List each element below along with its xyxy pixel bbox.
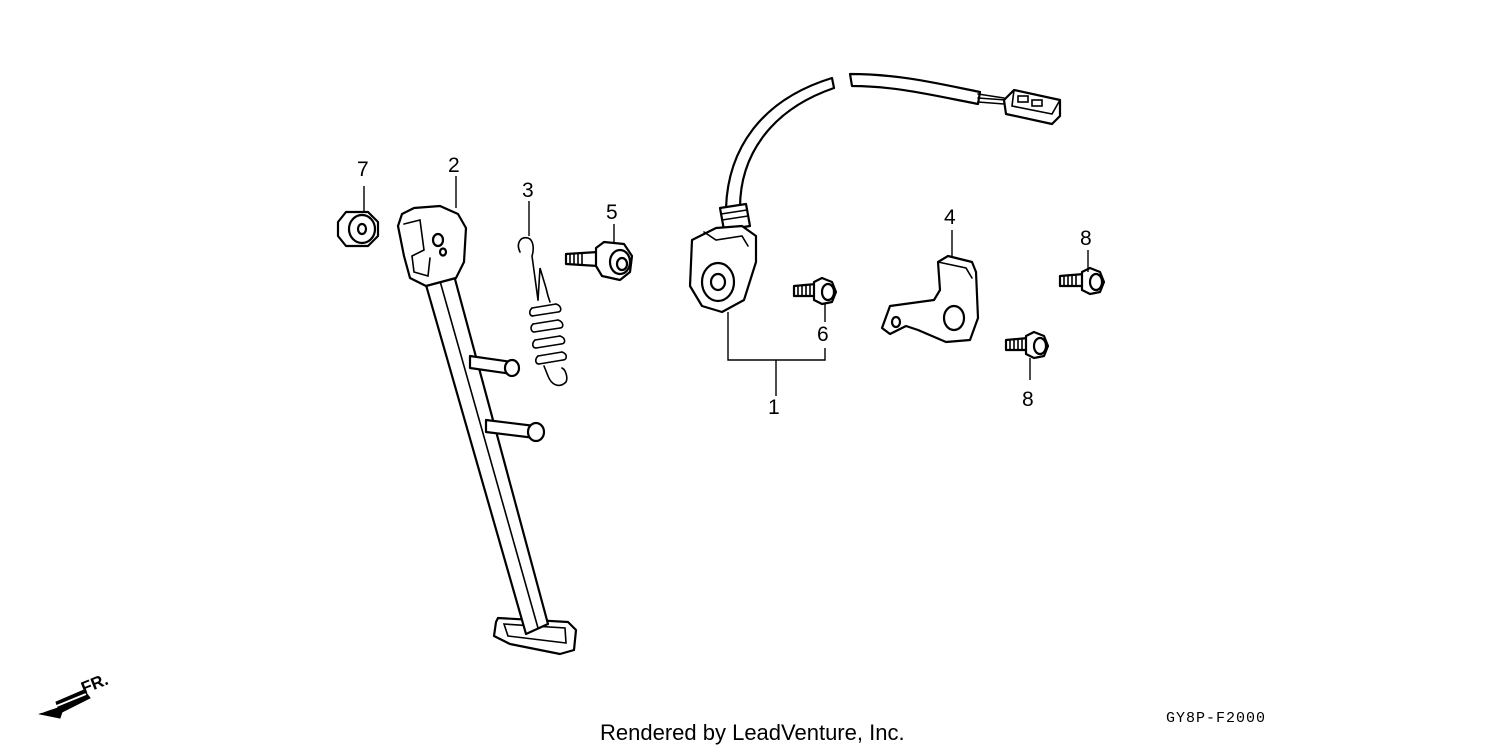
leader-1 (727, 312, 826, 396)
callout-3[interactable]: 3 (522, 179, 534, 202)
bracket-part-4[interactable] (880, 254, 980, 344)
front-direction-arrow-icon (38, 689, 91, 719)
callout-7[interactable]: 7 (357, 158, 369, 181)
callout-5[interactable]: 5 (606, 201, 618, 224)
pivot-bolt-part-5[interactable] (564, 240, 634, 282)
nut-part-7[interactable] (336, 210, 380, 248)
callout-4[interactable]: 4 (944, 206, 956, 229)
callout-6[interactable]: 6 (817, 323, 829, 346)
callout-8-lower[interactable]: 8 (1022, 388, 1034, 411)
side-stand-part-2[interactable] (396, 204, 578, 656)
switch-assembly-part-1[interactable] (688, 72, 1062, 314)
screw-part-6[interactable] (792, 276, 838, 306)
bolt-part-8-lower[interactable] (1004, 330, 1050, 360)
front-marker-label: FR. (78, 670, 111, 698)
callout-1[interactable]: 1 (768, 396, 780, 419)
callout-2[interactable]: 2 (448, 154, 460, 177)
render-credit: Rendered by LeadVenture, Inc. (600, 720, 905, 745)
spring-part-3[interactable] (517, 236, 568, 387)
callout-8-upper[interactable]: 8 (1080, 227, 1092, 250)
diagram-code: GY8P-F2000 (1166, 710, 1266, 727)
bolt-part-8-upper[interactable] (1058, 266, 1106, 296)
